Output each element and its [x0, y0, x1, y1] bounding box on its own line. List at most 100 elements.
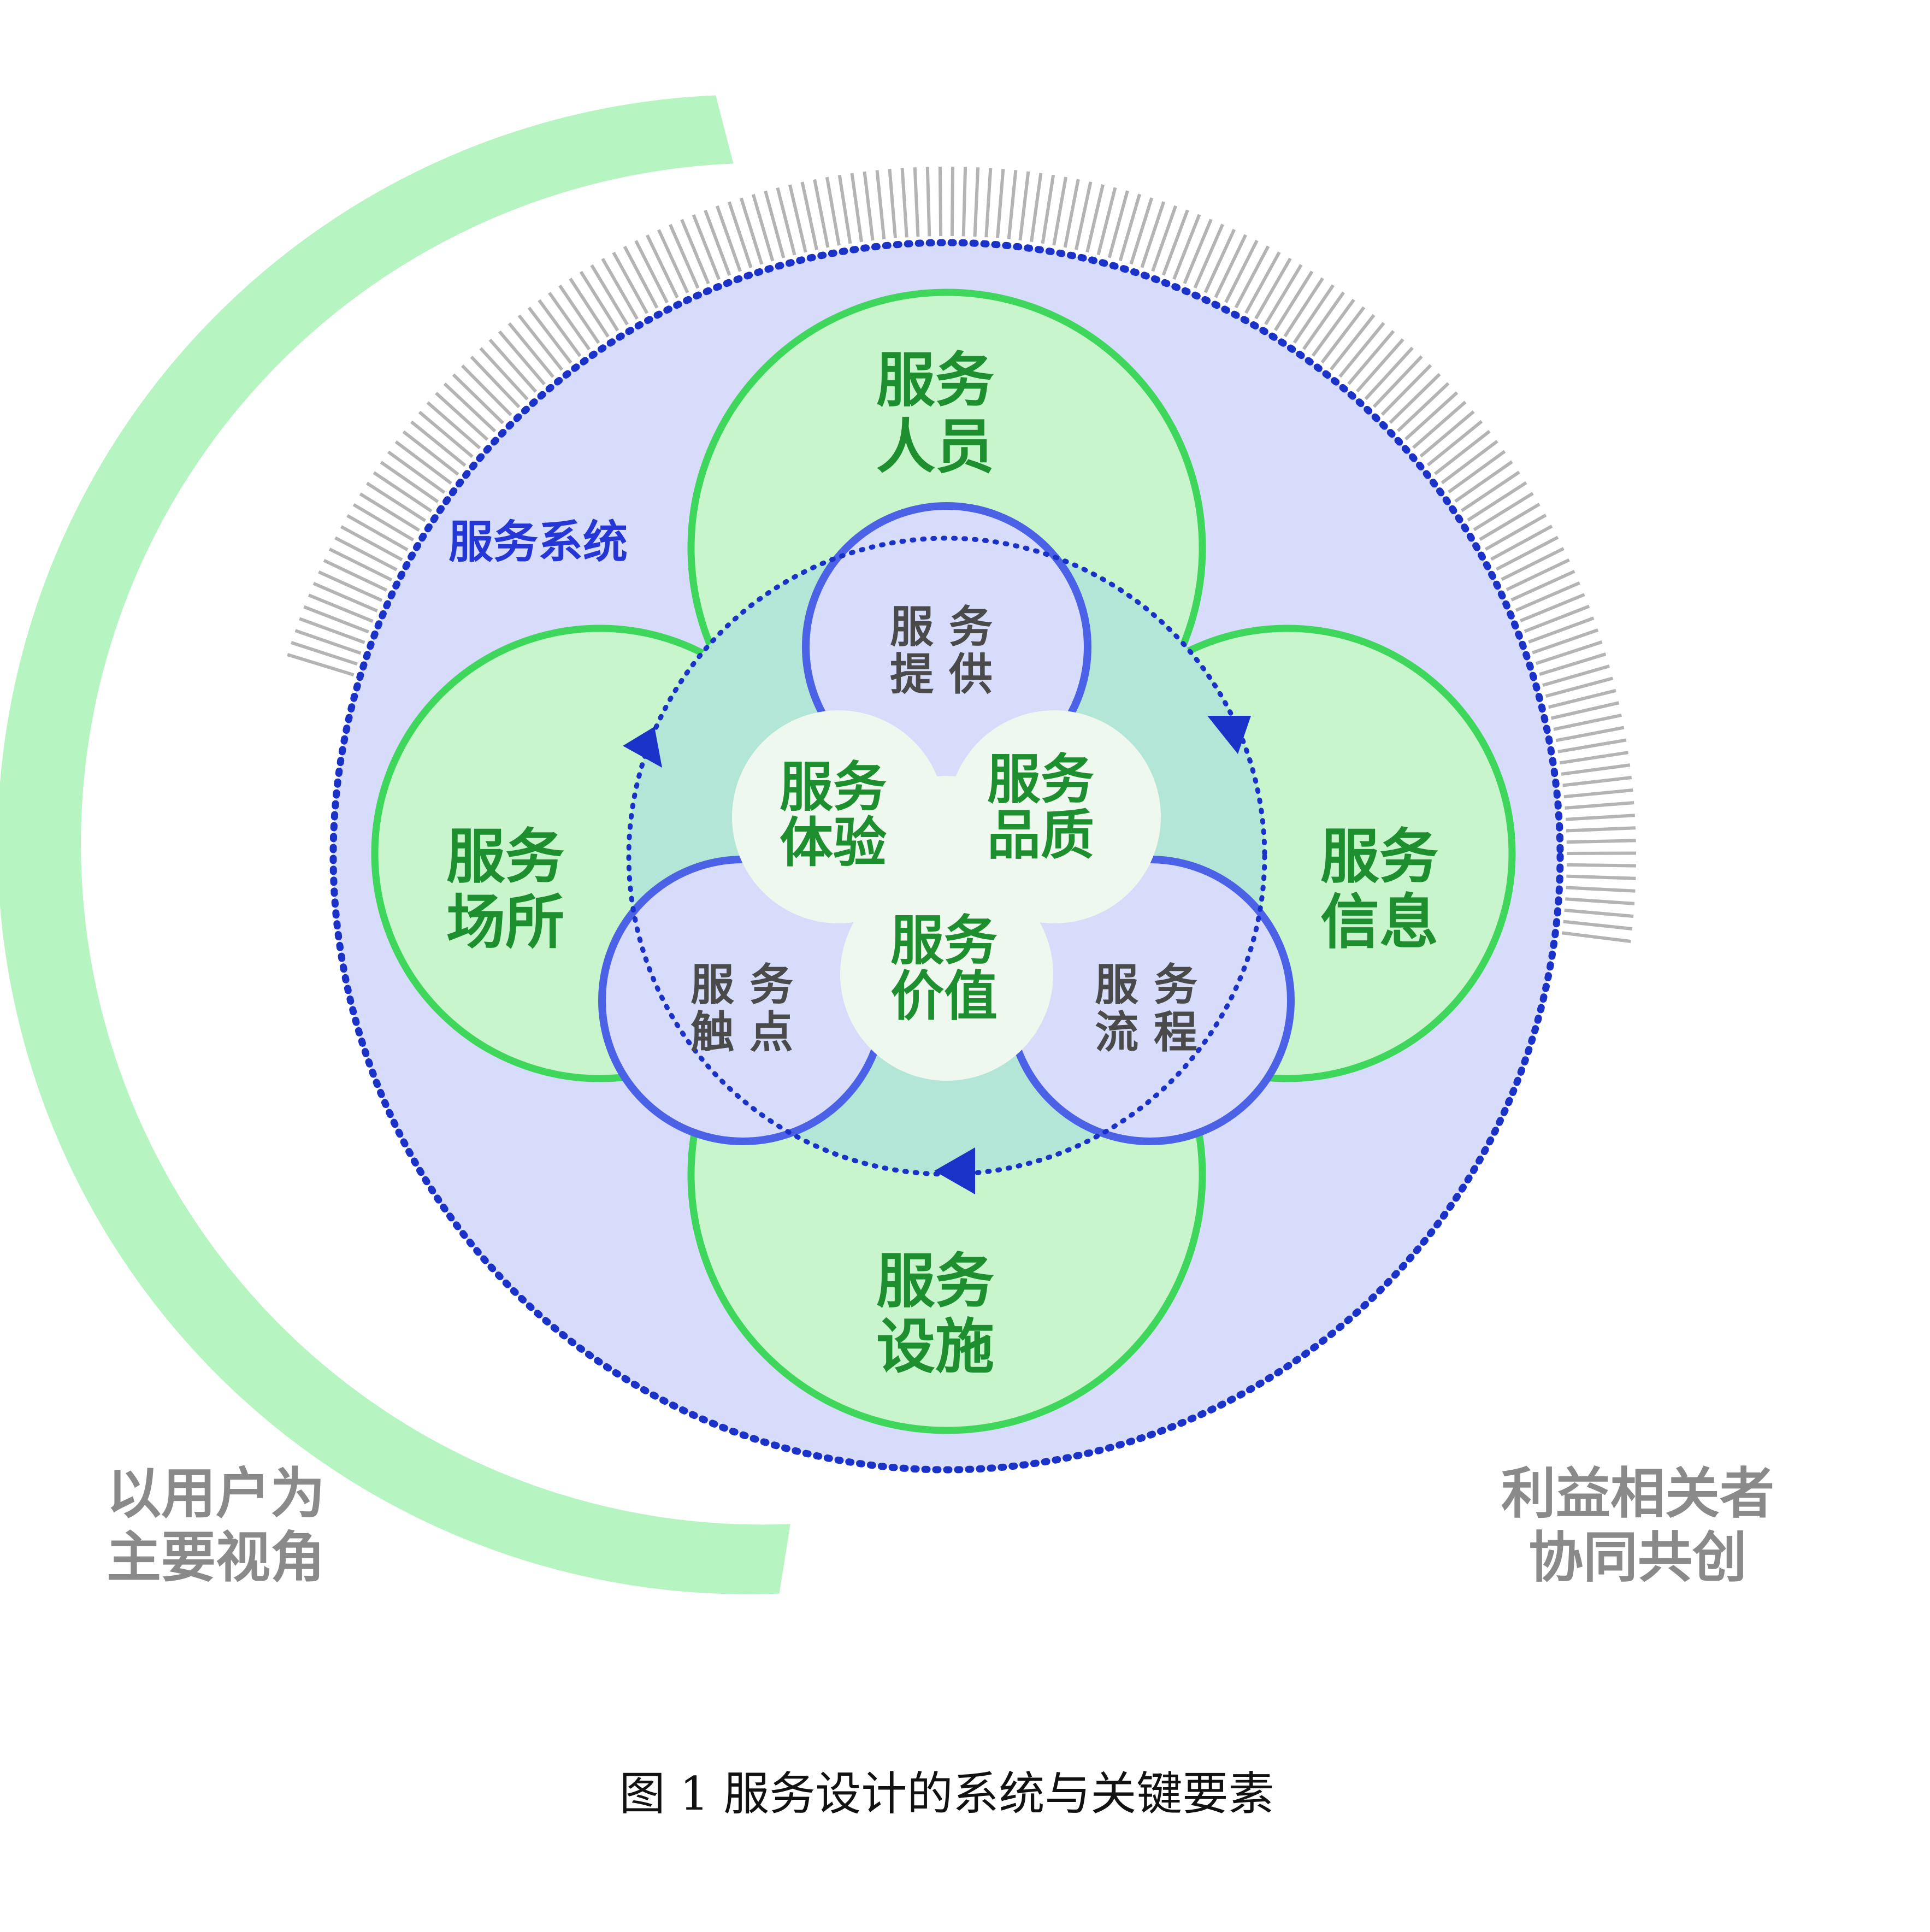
tick-mark [1515, 581, 1580, 612]
tick-mark [517, 314, 564, 371]
tick-mark [1490, 525, 1553, 561]
tick-mark [1151, 205, 1178, 272]
tick-mark [470, 356, 521, 409]
tick-mark [1085, 184, 1105, 253]
tick-mark [507, 322, 554, 378]
stakeholders-line1: 利益相关者 [1501, 1462, 1774, 1525]
tick-mark [1404, 391, 1459, 441]
experience-label-line1: 服务 [780, 756, 887, 818]
tick-mark [365, 481, 427, 522]
tick-mark [788, 184, 807, 253]
tick-mark [1565, 897, 1635, 905]
tick-mark [1107, 190, 1129, 258]
people-label-line2: 人员 [876, 413, 994, 481]
tick-mark [548, 292, 591, 351]
tick-mark [479, 347, 529, 400]
tick-mark [402, 430, 459, 476]
tick-mark [418, 410, 474, 458]
flow-label-line1: 服 务 [1095, 959, 1197, 1010]
delivery-label-line2: 提 供 [890, 649, 993, 700]
tick-mark [569, 278, 610, 338]
tick-mark [1510, 569, 1575, 602]
tick-mark [1454, 460, 1513, 503]
place-label-line2: 场所 [446, 888, 564, 957]
tick-mark [452, 373, 504, 425]
tick-mark [1448, 450, 1506, 494]
core-trefoil [732, 710, 1161, 1081]
tick-mark [900, 168, 908, 238]
tick-mark [680, 219, 710, 285]
cycle-arrow-left [623, 727, 662, 768]
tick-mark [1564, 908, 1634, 918]
tick-mark [751, 193, 775, 262]
tick-mark [1203, 228, 1236, 293]
tick-mark [312, 582, 378, 612]
tick-mark [380, 461, 439, 503]
tick-mark [913, 167, 920, 237]
tick-mark [1555, 726, 1625, 743]
tick-mark [1559, 751, 1629, 765]
tick-mark [1183, 219, 1213, 284]
tick-mark [1018, 171, 1030, 241]
tick-mark [387, 450, 446, 494]
tick-mark [1273, 270, 1314, 332]
tick-mark [1501, 547, 1565, 581]
tick-mark [1563, 920, 1633, 930]
tick-mark [1561, 931, 1631, 943]
touchpoint-label-line2: 触 点 [690, 1007, 793, 1058]
tick-mark [1244, 251, 1281, 314]
tick-mark [308, 593, 374, 623]
quality-label-line1: 服务 [987, 749, 1094, 811]
tick-mark [1532, 628, 1599, 655]
tick-mark [1473, 492, 1534, 532]
information-label-line2: 信息 [1320, 888, 1438, 957]
quality-label-line2: 品质 [987, 804, 1094, 867]
tick-mark [1524, 604, 1590, 633]
tick-mark [558, 284, 600, 344]
place-label-line1: 服务 [446, 823, 564, 891]
tick-mark [1548, 688, 1616, 709]
tick-mark [1561, 763, 1631, 776]
flow-label-line2: 流 程 [1095, 1007, 1197, 1058]
tick-mark [1311, 298, 1355, 357]
tick-mark [1224, 239, 1259, 303]
tick-mark [299, 617, 365, 644]
tick-mark [1484, 514, 1547, 551]
tick-mark [527, 307, 572, 364]
facilities-label-line2: 设施 [876, 1313, 994, 1381]
tick-mark [623, 245, 659, 309]
tick-mark [294, 629, 362, 655]
tick-mark [692, 214, 721, 280]
tick-mark [1542, 664, 1610, 687]
stakeholder-tick-ring [287, 166, 1637, 943]
tick-mark [825, 176, 841, 246]
tick-mark [1519, 593, 1585, 623]
tick-mark [1302, 291, 1345, 350]
tick-mark [813, 179, 830, 248]
tick-mark [1539, 652, 1607, 676]
tick-mark [1292, 284, 1335, 344]
tick-mark [739, 197, 764, 265]
tick-mark [340, 525, 403, 562]
tick-mark [1330, 314, 1376, 371]
tick-mark [1007, 170, 1018, 239]
tick-mark [435, 392, 489, 441]
tick-mark [1356, 338, 1404, 393]
tick-mark [1557, 738, 1627, 753]
tick-mark [925, 167, 931, 237]
cycle-arrow-right [1207, 716, 1251, 754]
tick-mark [1433, 429, 1491, 475]
figure-caption: 图 1 服务设计的系统与关键要素 [619, 1767, 1274, 1821]
tick-mark [1338, 322, 1385, 378]
value-label-line1: 服务 [890, 910, 998, 972]
tick-mark [1161, 209, 1189, 276]
cycle-arrow-bottom [934, 1147, 975, 1194]
tick-mark [1562, 776, 1632, 787]
service-system-label: 服务系统 [448, 516, 628, 568]
tick-mark [590, 264, 629, 326]
value-label-line2: 价值 [890, 965, 998, 1028]
tick-mark [1550, 701, 1620, 720]
tick-mark [394, 440, 452, 485]
tick-mark [1380, 364, 1432, 416]
